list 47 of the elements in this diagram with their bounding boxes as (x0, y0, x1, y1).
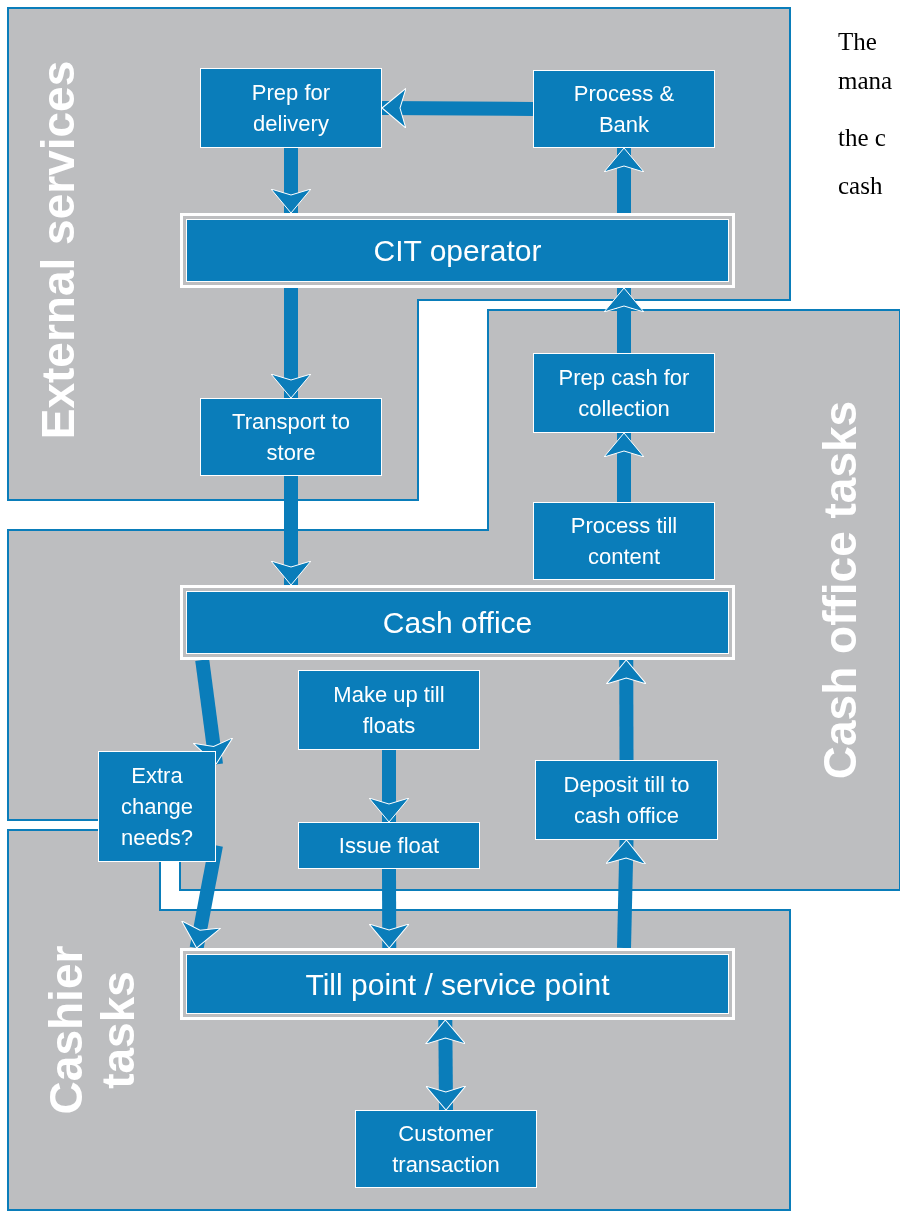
block-arrow (605, 659, 647, 761)
box-label: Cash office (382, 607, 533, 638)
block-arrow (603, 147, 645, 213)
process-box (355, 1110, 537, 1188)
block-arrow (368, 868, 410, 949)
box-label: Prep cash for collection (557, 364, 691, 423)
block-arrow (270, 148, 312, 214)
process-box (533, 502, 715, 580)
box-label: Transport to store (231, 408, 351, 467)
block-arrow (603, 432, 645, 502)
block-arrow (603, 287, 645, 353)
box-label: Extra change needs? (119, 762, 195, 852)
box-label: Deposit till to cash office (562, 771, 691, 830)
block-arrow (605, 839, 647, 949)
box-label: Make up till floats (332, 681, 446, 740)
panel (8, 830, 790, 1210)
stage-bar (180, 585, 735, 660)
panel-title: Cashier tasks (40, 944, 144, 1117)
box-label: Customer transaction (391, 1120, 501, 1179)
stage-bar (180, 213, 735, 288)
process-box (533, 70, 715, 148)
paragraph-text: mana (838, 67, 893, 95)
process-box (200, 398, 382, 476)
box-label: Prep for delivery (250, 79, 332, 138)
process-box (298, 670, 480, 750)
block-arrow (270, 476, 312, 586)
process-box (535, 760, 718, 840)
process-box (200, 68, 382, 148)
block-arrow (270, 288, 312, 399)
block-arrow (381, 87, 534, 129)
paragraph-text: The (838, 28, 877, 56)
paragraph-text: the c (838, 124, 886, 152)
box-label: Process till content (569, 512, 679, 571)
process-box (298, 822, 480, 869)
panel-title: Cash office tasks (814, 399, 866, 782)
stage-bar (180, 948, 735, 1020)
paragraph-text: cash (838, 172, 883, 200)
panel-title: External services (32, 59, 84, 442)
block-arrow (180, 844, 223, 950)
box-label: Till point / service point (305, 968, 610, 1000)
block-arrow (425, 1019, 467, 1111)
box-label: CIT operator (373, 235, 542, 266)
process-box (533, 353, 715, 433)
box-label: Process & Bank (572, 80, 676, 139)
box-label: Issue float (338, 832, 440, 860)
block-arrow (368, 750, 410, 823)
block-arrow (192, 659, 234, 766)
